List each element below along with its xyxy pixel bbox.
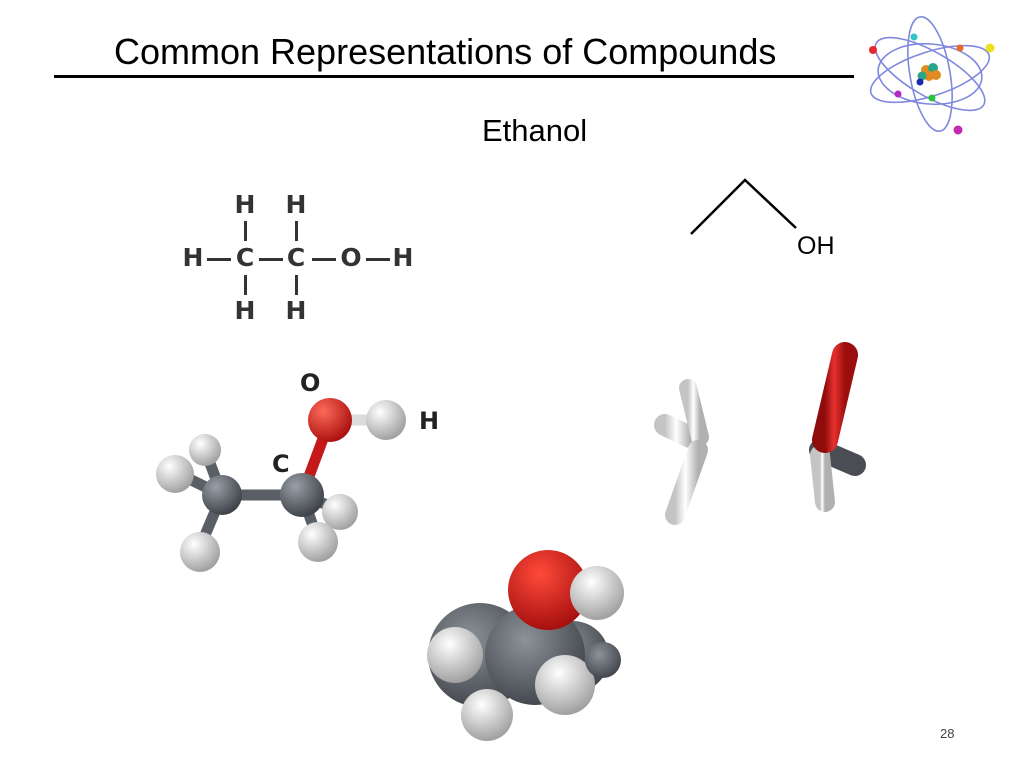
- atom-h-bottom-left: H: [234, 296, 256, 325]
- bond: [366, 258, 390, 261]
- bond: [259, 258, 283, 261]
- hydrogen-label: H: [419, 407, 440, 435]
- atom-o: O: [340, 243, 362, 272]
- molecule-name: Ethanol: [482, 113, 588, 148]
- stick-model: [654, 340, 927, 525]
- atom-h-top-left: H: [234, 190, 256, 219]
- atom-h-left: H: [182, 243, 204, 272]
- bond: [295, 275, 298, 295]
- page-number: 28: [940, 726, 955, 741]
- structural-formula: H H H C C O H H H: [176, 188, 426, 333]
- skeletal-formula: [690, 178, 797, 235]
- atom-c1: C: [235, 243, 255, 272]
- bond: [295, 221, 298, 241]
- bond: [244, 221, 247, 241]
- ball-and-stick-model: [156, 398, 406, 572]
- slide-title: Common Representations of Compounds: [114, 31, 777, 72]
- oxygen-label: O: [300, 369, 321, 397]
- bond: [244, 275, 247, 295]
- atom-c2: C: [286, 243, 306, 272]
- atom-icon: [869, 15, 995, 135]
- atom-h-top-right: H: [285, 190, 307, 219]
- title-divider: [54, 75, 854, 78]
- bond: [312, 258, 336, 261]
- space-filling-model: [427, 550, 624, 741]
- hydroxyl-label: OH: [797, 232, 835, 260]
- bond: [207, 258, 231, 261]
- atom-h-right: H: [392, 243, 414, 272]
- atom-h-bottom-right: H: [285, 296, 307, 325]
- carbon-label: C: [272, 450, 290, 478]
